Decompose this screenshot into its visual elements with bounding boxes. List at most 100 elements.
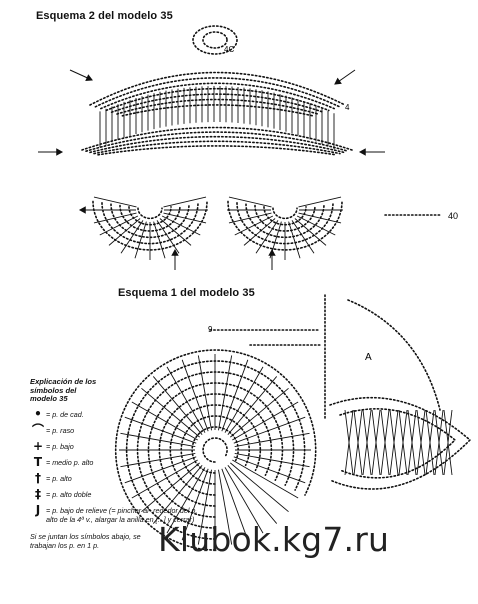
flower-spoke <box>227 465 278 524</box>
mask-eye-row <box>137 207 163 220</box>
leaf-mesh-line <box>353 409 363 476</box>
flower-spoke <box>166 467 206 534</box>
mask-eye-spoke <box>159 218 192 246</box>
flower-spoke <box>221 359 249 432</box>
mask-eye-spoke <box>120 220 144 254</box>
flower-spoke <box>124 456 197 484</box>
flower-spiral-row <box>191 426 239 474</box>
legend-text: = p. bajo <box>46 441 74 451</box>
mask-eye-spoke <box>294 218 327 246</box>
flower-spoke <box>141 462 200 513</box>
mask-eye-spoke <box>134 221 147 259</box>
label-40: 40 <box>448 211 458 221</box>
mask-eye-spoke <box>234 215 274 236</box>
mask-eye-spoke <box>163 212 207 224</box>
flower-spoke <box>233 456 306 484</box>
direction-arrowhead <box>268 248 276 256</box>
leaf-mesh-line <box>371 409 381 476</box>
leaf-mesh-line <box>416 409 426 476</box>
flower-spoke <box>131 459 198 499</box>
legend-row: ⌒= p. raso <box>30 422 200 437</box>
flower-spoke <box>234 453 310 468</box>
flower-spoke <box>152 376 203 435</box>
mask-middle-row <box>89 135 345 154</box>
flower-spoke <box>232 459 299 499</box>
flower-spoke <box>152 465 203 524</box>
stem-chain <box>347 299 441 411</box>
watermark-text: Klubok.kg7.ru <box>158 520 390 559</box>
flower-spoke <box>218 355 233 431</box>
label-9: 9 <box>208 325 213 334</box>
legend-heading: Explicación de los símbolos del modelo 3… <box>30 377 97 404</box>
leaf-mesh-line <box>362 409 372 476</box>
flower-spiral-row <box>147 382 284 518</box>
flower-spoke <box>131 401 198 441</box>
flower-spoke <box>224 366 264 433</box>
mask-eye-spoke <box>228 212 272 224</box>
leaf-inner-row <box>339 408 457 479</box>
flower-spoke <box>120 432 196 447</box>
flower-spoke <box>197 355 212 431</box>
flower-spiral-row <box>169 404 262 496</box>
mask-eye-spoke <box>161 215 201 236</box>
leaf-mesh-line <box>443 409 453 476</box>
flower-spiral-row <box>114 349 317 551</box>
flower-spoke <box>197 469 212 545</box>
label-a: A <box>365 352 372 363</box>
mask-middle-row <box>81 126 353 151</box>
mask-eye-spoke <box>255 220 279 254</box>
legend-text: = p. alto <box>46 473 72 483</box>
flower-spoke <box>181 359 209 432</box>
mask-middle-row <box>85 131 349 152</box>
flower-spiral-row <box>202 437 228 463</box>
leaf-mesh-line <box>407 409 417 476</box>
mask-eye-spoke <box>296 215 336 236</box>
flower-spoke <box>141 387 200 438</box>
direction-arrowhead <box>78 206 86 214</box>
mask-upper-row <box>89 71 346 106</box>
mask-top-bobble <box>202 31 228 49</box>
mask-eye-spoke <box>228 196 272 208</box>
label-4c: 4C <box>224 45 234 54</box>
flower-spoke <box>120 453 196 468</box>
label-4: 4 <box>345 103 350 112</box>
diagram-title-2: Esquema 2 del modelo 35 <box>36 10 173 22</box>
flower-spoke <box>224 467 264 534</box>
symbol-legend: Explicación de los símbolos del modelo 3… <box>30 377 200 550</box>
mask-eye-spoke <box>153 221 166 259</box>
legend-text: = medio p. alto <box>46 457 94 467</box>
flower-spoke <box>166 366 206 433</box>
flower-spoke <box>233 416 306 444</box>
legend-text: = p. raso <box>46 425 75 435</box>
mask-eye-spoke <box>243 218 276 246</box>
mask-upper-row <box>116 98 319 115</box>
diagram-stitch-spokes <box>92 86 453 546</box>
legend-footer: Si se juntan los símbolos abajo, se trab… <box>30 531 141 550</box>
mask-upper-row <box>100 82 335 110</box>
mask-eye-spoke <box>288 221 301 259</box>
flower-spoke <box>124 416 197 444</box>
leaf-mesh-line <box>398 409 408 476</box>
mask-upper-row <box>105 87 330 112</box>
mask-middle-row <box>97 145 337 156</box>
leaf-mesh-line <box>380 409 390 476</box>
legend-symbol: + <box>32 438 44 453</box>
legend-symbol: ⌒ <box>31 422 44 437</box>
flower-spoke <box>218 469 233 545</box>
mask-eye-spoke <box>291 220 315 254</box>
legend-text: = p. bajo de relieve (= pinchar al- rede… <box>46 505 198 524</box>
legend-symbol: ‡ <box>35 486 41 501</box>
flower-spoke <box>221 468 249 541</box>
mask-eye-spoke <box>93 196 137 208</box>
mask-eye-spoke <box>163 196 207 208</box>
legend-symbol: J <box>35 502 41 517</box>
legend-text: = p. alto doble <box>46 489 92 499</box>
flower-spiral-row <box>125 360 306 540</box>
flower-spoke <box>227 376 278 435</box>
legend-text: = p. de cad. <box>46 409 84 419</box>
flower-spoke <box>232 401 299 441</box>
leaf-outline <box>329 396 472 490</box>
diagram-arrows <box>38 69 385 270</box>
direction-arrowhead <box>358 148 366 156</box>
